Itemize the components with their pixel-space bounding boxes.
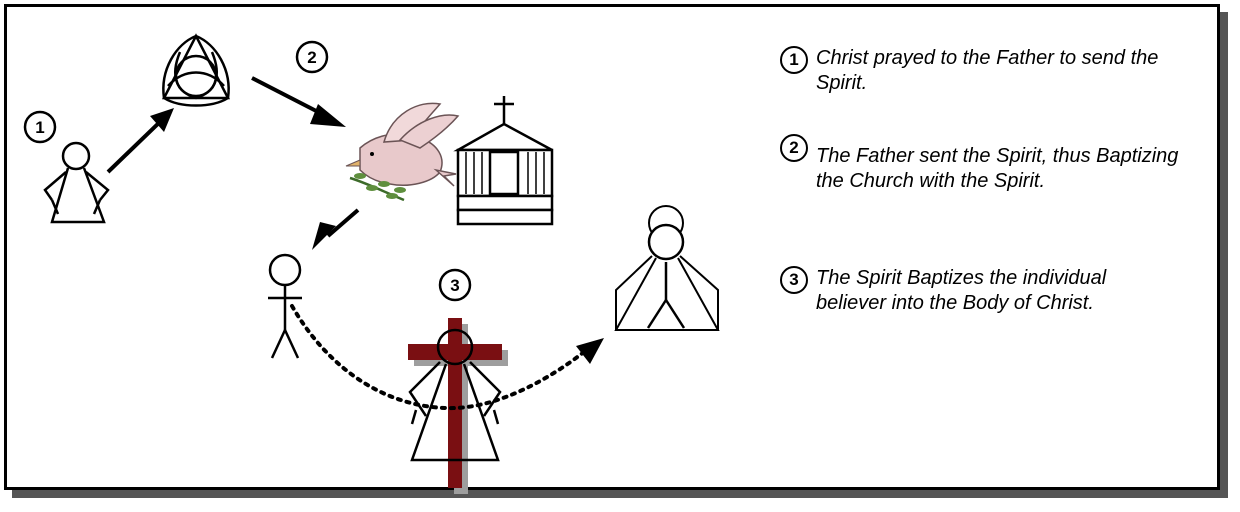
legend-text-1: Christ prayed to the Father to send the … xyxy=(816,47,1159,94)
dove-icon xyxy=(345,102,460,202)
legend-number-3: 3 xyxy=(780,266,808,294)
step-marker-2-label: 2 xyxy=(307,48,316,67)
step-marker-1: 1 xyxy=(23,110,57,144)
diagram-frame xyxy=(4,4,1220,490)
legend-number-1: 1 xyxy=(780,46,808,74)
legend-item-3: 3 The Spirit Baptizes the individual bel… xyxy=(780,266,1200,316)
legend-number-2: 2 xyxy=(780,134,808,162)
robed-figure-icon xyxy=(614,205,720,331)
church-icon xyxy=(453,96,554,226)
step-marker-3: 3 xyxy=(438,268,472,302)
trinity-icon xyxy=(161,33,231,107)
legend-item-1: 1 Christ prayed to the Father to send th… xyxy=(780,46,1200,96)
legend-text-2: The Father sent the Spirit, thus Baptizi… xyxy=(816,145,1179,192)
step-marker-2: 2 xyxy=(295,40,329,74)
step-marker-3-label: 3 xyxy=(450,276,459,295)
arrow-father-to-spirit xyxy=(251,76,327,118)
christ-figure-icon xyxy=(43,141,110,224)
legend-text-3: The Spirit Baptizes the individual belie… xyxy=(816,267,1107,314)
arrow-christ-to-father xyxy=(106,116,166,174)
legend-item-2: 2 The Father sent the Spirit, thus Bapti… xyxy=(780,134,1210,194)
step-marker-1-label: 1 xyxy=(35,118,44,137)
believer-icon xyxy=(268,253,302,359)
spirit-baptism-path xyxy=(290,304,586,411)
arrow-spirit-to-believer xyxy=(326,208,360,238)
christ-on-cross-icon xyxy=(408,328,502,462)
